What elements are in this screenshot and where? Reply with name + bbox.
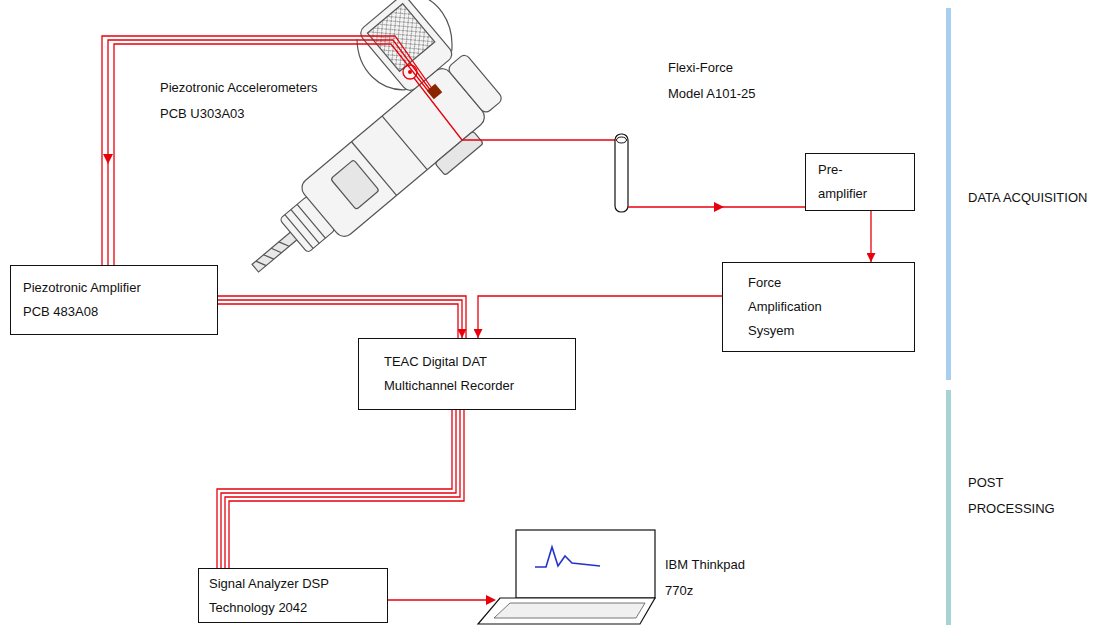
connector-line bbox=[478, 296, 722, 338]
box-text: TEAC Digital DAT Multichannel Recorder bbox=[384, 350, 534, 398]
connector-line bbox=[221, 410, 456, 568]
connector-line bbox=[218, 300, 462, 338]
signal-connector bbox=[871, 211, 872, 262]
process-box: Pre- amplifier bbox=[805, 153, 915, 211]
annotation-label: Flexi-Force Model A101-25 bbox=[668, 55, 763, 107]
connector-line bbox=[217, 410, 452, 568]
section-bar bbox=[946, 390, 951, 625]
box-text: Pre- amplifier bbox=[818, 158, 883, 206]
signal-connector bbox=[478, 296, 722, 338]
laptop-illustration bbox=[478, 530, 655, 624]
sensor-cable bbox=[102, 36, 433, 265]
flow-arrowhead bbox=[486, 595, 496, 605]
connector-line bbox=[218, 296, 466, 338]
process-box: Signal Analyzer DSP Technology 2042 bbox=[198, 568, 388, 623]
force-sensor-symbol bbox=[615, 134, 628, 212]
process-box: Force Amplification Sysyem bbox=[722, 262, 915, 352]
connector-line bbox=[870, 211, 871, 262]
annotation-label: Piezotronic Accelerometers PCB U303A03 bbox=[160, 75, 340, 127]
signal-connector bbox=[218, 296, 466, 338]
process-box: TEAC Digital DAT Multichannel Recorder bbox=[358, 338, 576, 410]
box-text: Signal Analyzer DSP Technology 2042 bbox=[209, 572, 334, 620]
annotation-label: IBM Thinkpad 770z bbox=[665, 552, 765, 604]
force-sensor-spot bbox=[403, 65, 417, 79]
box-text: Piezotronic Amplifier PCB 483A08 bbox=[23, 276, 158, 324]
process-box: Piezotronic Amplifier PCB 483A08 bbox=[10, 265, 218, 335]
drill-illustration bbox=[181, 0, 523, 307]
connector-line bbox=[229, 410, 464, 568]
force-sensor-spot bbox=[408, 70, 412, 74]
data-cable bbox=[388, 599, 490, 600]
connector-line bbox=[225, 410, 460, 568]
force-sensor-symbol bbox=[617, 137, 627, 143]
signal-connector bbox=[217, 410, 464, 568]
annotation-label: DATA ACQUISITION bbox=[968, 185, 1087, 211]
connector-line bbox=[218, 304, 458, 338]
box-text: Force Amplification Sysyem bbox=[748, 271, 838, 343]
annotation-label: POST PROCESSING bbox=[968, 470, 1068, 522]
section-bar bbox=[946, 8, 951, 380]
flow-arrowhead bbox=[714, 202, 724, 212]
sensor-cable bbox=[414, 78, 615, 140]
flow-arrowhead bbox=[103, 154, 113, 164]
